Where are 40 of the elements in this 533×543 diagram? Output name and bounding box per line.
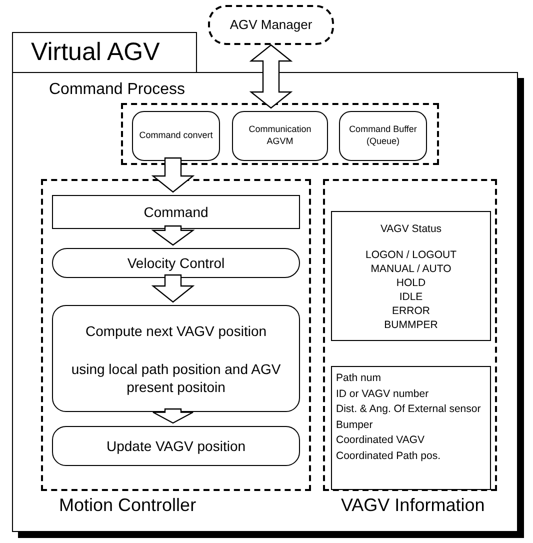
status-item: HOLD bbox=[396, 276, 426, 290]
block-arrow bbox=[151, 157, 195, 193]
rounded-box bbox=[132, 111, 220, 161]
block-arrow bbox=[152, 408, 194, 424]
info-item: ID or VAGV number bbox=[336, 386, 430, 402]
node-label: AGV Manager bbox=[230, 16, 312, 34]
node-label: Command convert bbox=[139, 130, 213, 142]
status-item: MANUAL / AUTO bbox=[370, 262, 452, 276]
node-label: Command Buffer (Queue) bbox=[348, 124, 418, 148]
group-label: Motion Controller bbox=[59, 494, 196, 517]
node-label: using local path position and AGV present positoin bbox=[70, 360, 282, 396]
process-box bbox=[52, 195, 300, 229]
node-label: Update VAGV position bbox=[106, 436, 246, 456]
status-item: IDLE bbox=[399, 290, 423, 304]
info-item: Coordinated VAGV bbox=[336, 433, 426, 448]
info-item: Path num bbox=[336, 371, 382, 386]
block-arrow bbox=[249, 44, 293, 109]
rounded-box bbox=[339, 111, 427, 161]
box-heading: VAGV Status bbox=[380, 222, 442, 236]
status-box bbox=[331, 211, 491, 341]
rounded-box bbox=[52, 305, 300, 412]
block-arrow bbox=[151, 274, 195, 303]
info-item: Coordinated Path pos. bbox=[336, 448, 442, 464]
info-item: Dist. & Ang. Of External sensor bbox=[336, 402, 482, 417]
group-label: VAGV Information bbox=[341, 494, 485, 517]
status-item: LOGON / LOGOUT bbox=[365, 248, 456, 262]
info-box bbox=[331, 366, 491, 490]
node-label: Command bbox=[144, 202, 208, 222]
info-item: Bumper bbox=[336, 418, 374, 432]
status-item: ERROR bbox=[392, 304, 430, 318]
block-arrow bbox=[151, 225, 195, 246]
status-item: BUMMPER bbox=[384, 318, 438, 332]
title-text: Virtual AGV bbox=[31, 40, 160, 65]
rounded-box bbox=[232, 111, 328, 161]
node-label: Communication AGVM bbox=[248, 124, 312, 148]
node-label: Compute next VAGV position bbox=[85, 322, 267, 341]
rounded-box bbox=[52, 426, 300, 466]
rounded-box bbox=[52, 248, 300, 278]
node-label: Velocity Control bbox=[127, 254, 225, 273]
group-label: Command Process bbox=[49, 80, 186, 100]
